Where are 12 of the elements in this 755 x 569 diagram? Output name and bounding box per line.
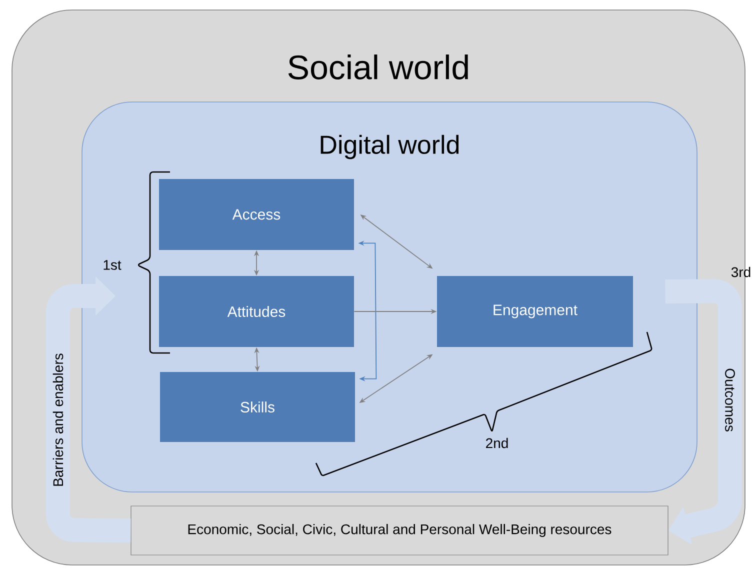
step-label: 3rd — [731, 266, 750, 278]
process-box: Skills — [160, 372, 355, 442]
block-arrow — [46, 276, 131, 542]
process-box: Access — [159, 179, 354, 250]
step-label: 2nd — [486, 438, 508, 448]
process-box: Engagement — [437, 276, 633, 347]
step-label: 1st — [104, 260, 122, 270]
edge-label: Barriers and enablers — [52, 354, 64, 486]
process-box: Attitudes — [159, 276, 354, 347]
block-arrow — [665, 279, 742, 546]
edge-label: Outcomes — [725, 368, 735, 432]
resource-box: Economic, Social, Civic, Cultural and Personal Well-Being resources — [130, 506, 668, 556]
